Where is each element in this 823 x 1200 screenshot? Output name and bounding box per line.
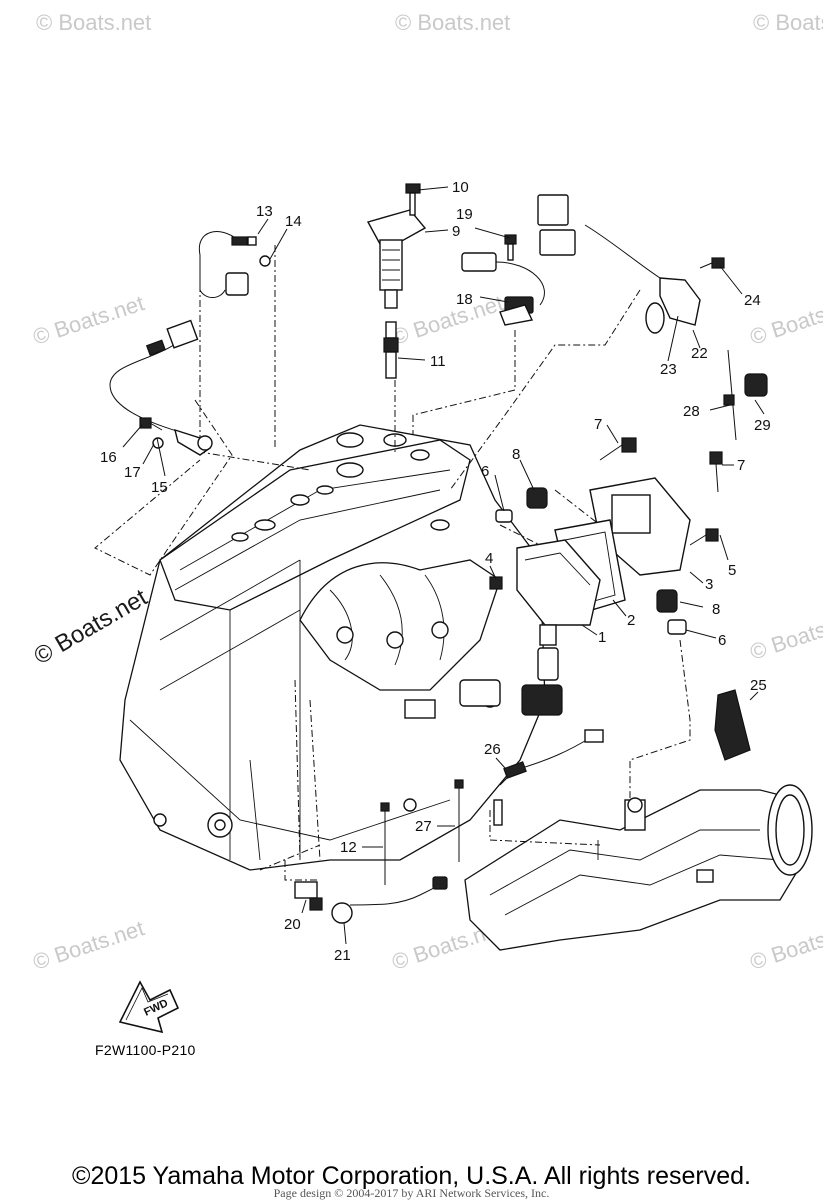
watermark: © Boats.net bbox=[389, 290, 506, 349]
fwd-arrow-icon: FWD bbox=[118, 980, 180, 1034]
callout-23: 23 bbox=[660, 361, 677, 378]
callout-22: 22 bbox=[691, 345, 708, 362]
watermark: © Boats.net bbox=[30, 290, 147, 349]
reference-lines bbox=[94, 245, 691, 881]
callout-25: 25 bbox=[750, 677, 767, 694]
callout-24: 24 bbox=[744, 292, 761, 309]
watermark: © Boats.net bbox=[747, 605, 823, 664]
watermark: © Boats.net bbox=[747, 915, 823, 974]
callout-27: 27 bbox=[415, 818, 432, 835]
callout-5: 5 bbox=[728, 562, 736, 579]
callout-16: 16 bbox=[100, 449, 117, 466]
callout-leaders bbox=[122, 186, 765, 945]
callout-17: 17 bbox=[124, 464, 141, 481]
callout-11: 11 bbox=[430, 353, 446, 370]
page-design-credit: Page design © 2004-2017 by ARI Network S… bbox=[273, 1186, 550, 1200]
callout-4: 4 bbox=[485, 550, 493, 567]
callout-7: 7 bbox=[737, 457, 745, 474]
callout-labels: 1 2 3 4 5 6 6 7 7 8 8 9 10 11 12 13 14 1… bbox=[100, 179, 771, 964]
callout-14: 14 bbox=[285, 213, 302, 230]
watermark: © Boats.net bbox=[36, 10, 151, 35]
callout-12: 12 bbox=[340, 839, 357, 856]
watermark: © Boats.net bbox=[753, 10, 823, 35]
diagram-code: F2W1100-P210 bbox=[95, 1042, 196, 1058]
callout-15: 15 bbox=[151, 479, 168, 496]
watermark: © Boats.net bbox=[30, 915, 147, 974]
callout-13: 13 bbox=[256, 203, 273, 220]
callout-7: 7 bbox=[594, 416, 602, 433]
callout-3: 3 bbox=[705, 576, 713, 593]
callout-28: 28 bbox=[683, 403, 700, 420]
callout-29: 29 bbox=[754, 417, 771, 434]
callout-6: 6 bbox=[481, 463, 489, 480]
callout-9: 9 bbox=[452, 223, 460, 240]
callout-8: 8 bbox=[712, 601, 720, 618]
engine-block bbox=[119, 424, 546, 871]
callout-18: 18 bbox=[456, 291, 473, 308]
callout-19: 19 bbox=[456, 206, 473, 223]
callout-10: 10 bbox=[452, 179, 469, 196]
callout-26: 26 bbox=[484, 741, 501, 758]
callout-6: 6 bbox=[718, 632, 726, 649]
callout-8: 8 bbox=[512, 446, 520, 463]
callout-2: 2 bbox=[627, 612, 635, 629]
exhaust-pipe bbox=[464, 784, 813, 951]
callout-20: 20 bbox=[284, 916, 301, 933]
parts bbox=[109, 183, 768, 924]
callout-1: 1 bbox=[598, 629, 606, 646]
watermark-bold: © Boats.net bbox=[30, 584, 153, 670]
watermark: © Boats.net bbox=[395, 10, 510, 35]
callout-21: 21 bbox=[334, 947, 351, 964]
copyright-notice: ©2015 Yamaha Motor Corporation, U.S.A. A… bbox=[72, 1162, 751, 1190]
